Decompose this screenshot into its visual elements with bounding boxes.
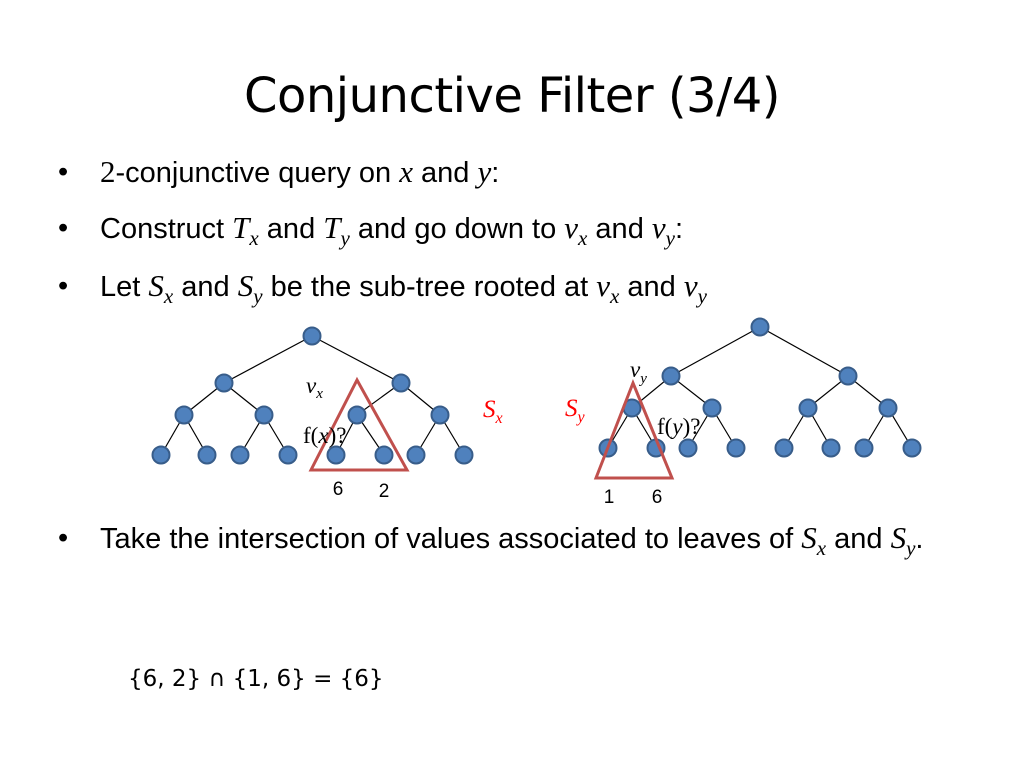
tree-node (702, 398, 722, 418)
bullet-text-part: : (491, 157, 500, 189)
subtree-triangle-right (593, 378, 675, 480)
tree-node (454, 445, 474, 465)
bullet-text: Let Sx and Sy be the sub-tree rooted at … (100, 268, 707, 308)
node-label-vx: vx (306, 373, 323, 402)
tree-edge (759, 326, 849, 377)
query-label-fy: f(y)? (657, 414, 700, 439)
slide-title: Conjunctive Filter (3/4) (243, 68, 781, 124)
tree-node (174, 405, 194, 425)
bullet-text-part: x (163, 284, 174, 308)
leaf-value: 2 (379, 481, 390, 502)
bullet-text-part: T (323, 210, 341, 245)
tree-node (678, 438, 698, 458)
bullet-text-part: x (578, 226, 588, 250)
tree-node (197, 445, 217, 465)
tree-nodes (151, 317, 922, 465)
subtree-triangle-left (308, 376, 410, 472)
node-label-vy: vy (630, 357, 647, 387)
bullet-text-part: and (258, 213, 324, 245)
bullet-text-part: and (412, 157, 478, 189)
bullet-text-part: and (619, 271, 684, 303)
intersection-formula: {6, 2} ∩ {1, 6} = {6} (128, 666, 384, 692)
bullet-text-part: S (890, 520, 907, 555)
tree-node (878, 398, 898, 418)
tree-node (902, 438, 922, 458)
bullet-text-part: Take the intersection of values associat… (100, 523, 802, 555)
tree-node (726, 438, 746, 458)
bullet-marker: • (58, 522, 69, 554)
tree-edges (160, 326, 913, 456)
tree-edge (311, 335, 402, 384)
bullet-text-part: x (249, 226, 259, 250)
bullet-text: Take the intersection of values associat… (100, 520, 950, 560)
tree-node (151, 445, 171, 465)
bullet-text-part: y (340, 226, 350, 250)
bullet-text-part: be the sub-tree rooted at (262, 271, 597, 303)
tree-node (326, 445, 346, 465)
bullet-text-part: S (148, 268, 164, 303)
bullet-text-part: S (237, 268, 254, 303)
bullet-marker: • (58, 270, 69, 302)
bullet-text-part: x (816, 536, 827, 560)
bullet-text-part: and go down to (349, 213, 565, 245)
bullet-text-part: y (665, 226, 675, 250)
tree-node (278, 445, 298, 465)
bullet-text-part: Construct (100, 213, 233, 245)
bullet-text-part: y (906, 536, 916, 560)
tree-node (798, 398, 818, 418)
leaf-value: 6 (652, 487, 663, 508)
tree-node (661, 366, 681, 386)
tree-node (214, 373, 234, 393)
tree-node (774, 438, 794, 458)
bullet-text-part: and (826, 523, 891, 555)
bullet-text-part: x (399, 154, 413, 189)
tree-node (430, 405, 450, 425)
leaf-value: 6 (333, 479, 344, 500)
bullet-text: Construct Tx and Ty and go down to vx an… (100, 210, 684, 250)
tree-node (254, 405, 274, 425)
bullet-text-part: y (253, 284, 263, 308)
bullet-text-part: -conjunctive query on (115, 157, 400, 189)
tree-node (374, 445, 394, 465)
tree-node (347, 405, 367, 425)
bullet-text-part: T (232, 210, 250, 245)
bullet-text-part: x (610, 284, 620, 308)
bullet-text-part: v (683, 268, 698, 303)
bullet-text-part: and (173, 271, 238, 303)
bullet-text-part: v (564, 210, 579, 245)
query-label-fx: f(x)? (303, 423, 346, 448)
tree-node (854, 438, 874, 458)
tree-node (821, 438, 841, 458)
bullet-marker: • (58, 156, 69, 188)
subtree-label-sx: Sx (483, 396, 503, 427)
bullet-text-part: and (587, 213, 652, 245)
bullet-text-part: v (596, 268, 611, 303)
bullet-text-part: y (697, 284, 707, 308)
bullet-text-part: Let (100, 271, 149, 303)
bullet-text: 2-conjunctive query on x and y: (100, 154, 499, 191)
bullet-text-part: : (674, 213, 684, 245)
leaf-value: 1 (604, 487, 615, 508)
tree-node (302, 326, 322, 346)
tree-edge (223, 335, 313, 384)
bullet-text-part: y (477, 154, 492, 189)
subtree-label-sy: Sy (565, 395, 586, 426)
bullet-text-part: S (801, 520, 817, 555)
tree-edge (670, 326, 761, 377)
bullet-marker: • (58, 212, 69, 244)
tree-node (838, 366, 858, 386)
tree-node (230, 445, 250, 465)
bullet-text-part: 2 (100, 154, 116, 189)
tree-node (750, 317, 770, 337)
bullet-text-part: . (915, 523, 924, 555)
tree-node (406, 445, 426, 465)
bullet-text-part: v (651, 210, 666, 245)
tree-node (391, 373, 411, 393)
